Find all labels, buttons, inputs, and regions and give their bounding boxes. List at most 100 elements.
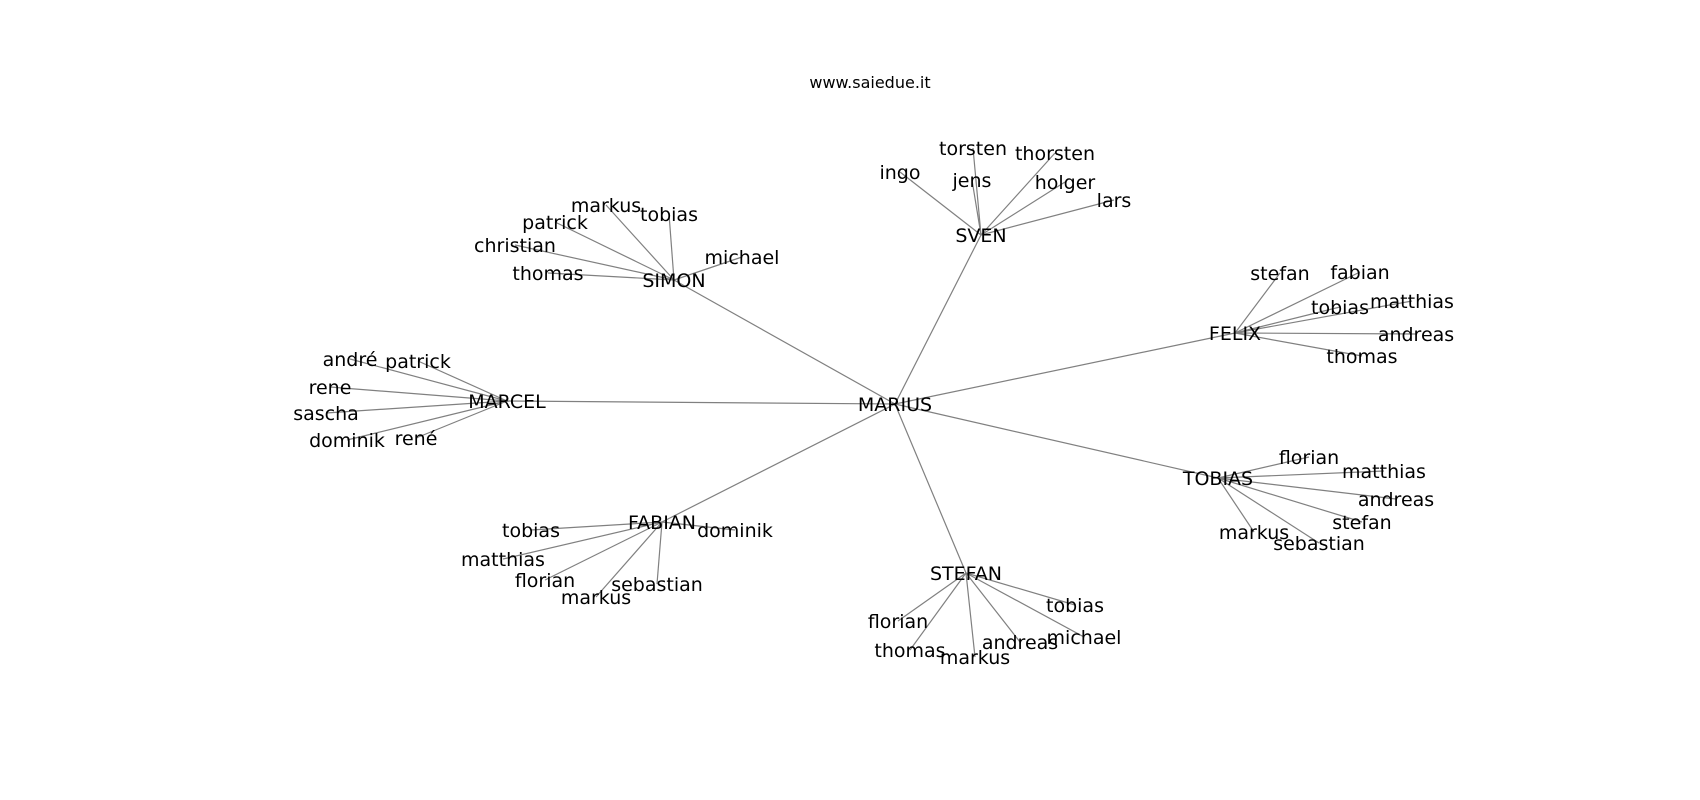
node-fabian-matthias: matthias [461, 549, 545, 571]
node-simon: SIMON [642, 270, 705, 292]
edge-felix-tobias [1234, 306, 1341, 334]
node-stefan-andreas: andreas [982, 632, 1058, 654]
node-simon-michael: michael [705, 247, 780, 269]
node-felix-matthias: matthias [1370, 291, 1454, 313]
node-felix: FELIX [1209, 323, 1261, 345]
edge-felix-stefan [1234, 272, 1281, 334]
edge-marcel-rene [415, 400, 508, 439]
edge-sven-torsten [972, 147, 982, 236]
node-sven-lars: lars [1097, 190, 1132, 212]
edge-marcel-andre [349, 358, 508, 402]
node-simon-tobias: tobias [640, 204, 698, 226]
edge-tobias-andreas [1217, 477, 1397, 500]
node-fabian-markus: markus [561, 587, 631, 609]
node-sven-thorsten: thorsten [1015, 143, 1095, 165]
edge-marius-simon [673, 279, 896, 405]
node-marcel-rene: rene [309, 377, 352, 399]
edge-marius-sven [894, 234, 982, 405]
edge-fabian-florian [544, 521, 663, 581]
edge-simon-thomas [547, 272, 675, 281]
edge-tobias-stefan [1217, 477, 1363, 523]
edge-sven-lars [980, 199, 1115, 236]
edge-stefan-florian [897, 572, 967, 622]
edge-marius-felix [894, 332, 1236, 405]
node-simon-christian: christian [474, 235, 556, 257]
edge-marius-fabian [661, 403, 896, 523]
node-felix-thomas: thomas [1326, 346, 1397, 368]
diagram-title: www.saiedue.it [809, 73, 930, 92]
node-marius: MARIUS [858, 394, 932, 416]
edge-marcel-dominik [346, 400, 508, 441]
node-sven: SVEN [955, 225, 1006, 247]
edge-marius-marcel [506, 400, 896, 405]
edge-marius-tobias [894, 403, 1219, 479]
node-fabian: FABIAN [628, 512, 696, 534]
edge-simon-markus [605, 204, 675, 281]
node-sven-holger: holger [1035, 172, 1096, 194]
edge-sven-ingo [899, 171, 982, 236]
edge-felix-matthias [1234, 300, 1413, 334]
node-stefan-thomas: thomas [874, 640, 945, 662]
node-stefan-markus: markus [940, 647, 1010, 669]
node-tobias-sebastian: sebastian [1273, 533, 1365, 555]
edge-simon-tobias [668, 213, 675, 281]
edge-felix-thomas [1234, 332, 1363, 357]
node-sven-jens: jens [952, 170, 992, 192]
node-tobias-markus: markus [1219, 522, 1289, 544]
node-simon-thomas: thomas [512, 263, 583, 285]
node-simon-markus: markus [571, 195, 641, 217]
edge-sven-jens [971, 179, 982, 236]
edge-fabian-tobias [530, 521, 663, 531]
node-marcel-dominik: dominik [309, 430, 385, 452]
node-felix-fabian: fabian [1330, 262, 1389, 284]
node-felix-stefan: stefan [1250, 263, 1309, 285]
edge-stefan-michael [965, 572, 1085, 638]
node-stefan: STEFAN [930, 563, 1002, 585]
node-marcel: MARCEL [468, 391, 546, 413]
edge-fabian-dominik [661, 521, 736, 531]
edge-stefan-markus [965, 572, 976, 658]
edge-layer [325, 147, 1417, 658]
node-fabian-florian: florian [515, 570, 575, 592]
node-sven-ingo: ingo [879, 162, 920, 184]
node-felix-andreas: andreas [1378, 324, 1454, 346]
node-sven-torsten: torsten [939, 138, 1007, 160]
edge-felix-andreas [1234, 332, 1417, 335]
edge-stefan-andreas [965, 572, 1021, 643]
node-marcel-patrick: patrick [385, 351, 451, 373]
node-stefan-michael: michael [1047, 627, 1122, 649]
edge-fabian-matthias [502, 521, 663, 560]
edge-simon-michael [673, 256, 743, 281]
edge-tobias-florian [1217, 456, 1310, 479]
node-tobias-andreas: andreas [1358, 489, 1434, 511]
edge-marcel-sascha [325, 400, 508, 414]
node-tobias: TOBIAS [1182, 468, 1253, 490]
edge-marcel-patrick [417, 360, 508, 402]
edge-simon-patrick [554, 221, 675, 281]
node-simon-patrick: patrick [522, 212, 588, 234]
edge-felix-fabian [1234, 271, 1361, 334]
edge-marcel-rene [329, 386, 508, 402]
label-layer: MARIUS SVEN ingo torsten jens thorsten holgerl… [293, 138, 1454, 669]
node-fabian-sebastian: sebastian [611, 574, 703, 596]
node-marcel-rene: rené [395, 428, 438, 450]
edge-sven-holger [980, 181, 1066, 236]
node-stefan-tobias: tobias [1046, 595, 1104, 617]
node-felix-tobias: tobias [1311, 297, 1369, 319]
edge-tobias-matthias [1217, 470, 1385, 479]
edge-sven-thorsten [980, 152, 1056, 236]
edge-fabian-markus [595, 521, 663, 598]
edge-simon-christian [514, 244, 675, 281]
edge-fabian-sebastian [656, 521, 663, 585]
node-tobias-stefan: stefan [1332, 512, 1391, 534]
edge-stefan-tobias [965, 572, 1076, 606]
edge-tobias-markus [1217, 477, 1255, 533]
edge-stefan-thomas [909, 572, 967, 651]
node-stefan-florian: florian [868, 611, 928, 633]
node-marcel-sascha: sascha [293, 403, 359, 425]
node-fabian-tobias: tobias [502, 520, 560, 542]
edge-tobias-sebastian [1217, 477, 1320, 544]
node-tobias-florian: florian [1279, 447, 1339, 469]
edge-marius-stefan [894, 403, 967, 574]
